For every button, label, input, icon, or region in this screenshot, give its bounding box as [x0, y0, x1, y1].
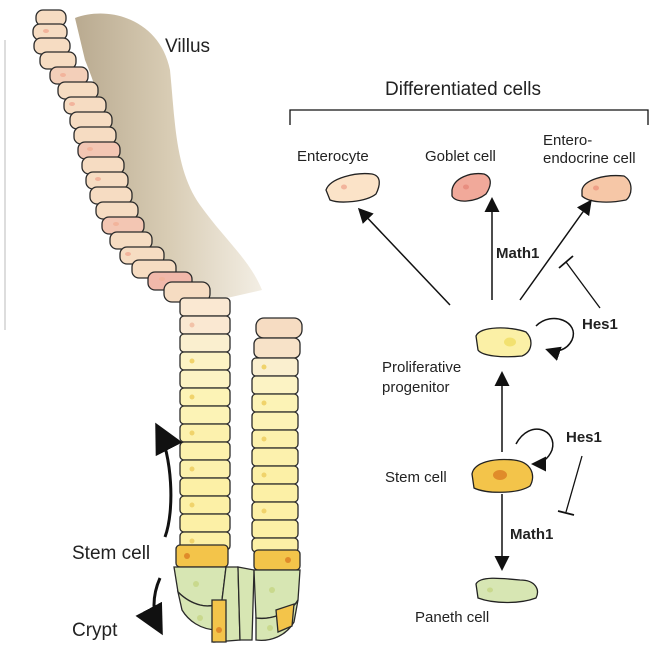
stem-cell-left — [176, 545, 228, 567]
stem-cell-nucleus — [493, 470, 507, 480]
math1-top-label: Math1 — [496, 245, 539, 262]
downward-migration-arrow — [154, 578, 160, 630]
goblet-label: Goblet cell — [425, 148, 496, 165]
crypt-right-column — [252, 318, 302, 570]
enterocyte-nucleus — [341, 185, 347, 190]
progenitor-self-renewal-loop — [536, 319, 573, 351]
crypt-cell — [256, 318, 302, 338]
enteroendocrine-label-line2: endocrine cell — [543, 150, 636, 167]
crypt-cell — [180, 370, 230, 388]
crypt-cell — [180, 496, 230, 514]
hes1-top-label: Hes1 — [582, 316, 618, 333]
crypt-cell — [252, 376, 298, 394]
crypt-cell — [252, 448, 298, 466]
crypt-cell — [252, 430, 298, 448]
stem-self-renewal-loop — [516, 429, 553, 464]
hes1-mid-inhibition — [566, 456, 582, 512]
enteroendocrine-label-line1: Entero- — [543, 132, 592, 149]
crypt-cell — [180, 316, 230, 334]
crypt-cell — [180, 334, 230, 352]
enteroendocrine-cell — [582, 176, 631, 202]
math1-bottom-label: Math1 — [510, 526, 553, 543]
paneth-cell — [238, 567, 254, 640]
enterocyte-cell — [326, 174, 379, 202]
hes1-mid-label: Hes1 — [566, 429, 602, 446]
goblet-nucleus — [463, 185, 469, 190]
crypt-cell — [252, 520, 298, 538]
crypt-cell — [180, 388, 230, 406]
crypt-base — [174, 567, 300, 642]
goblet-cell — [452, 174, 490, 201]
hes1-top-inhibition — [566, 262, 600, 308]
crypt-cell — [252, 412, 298, 430]
stem-cell-left-label: Stem cell — [72, 543, 150, 564]
crypt-cell — [252, 484, 298, 502]
progenitor-nucleus — [504, 338, 516, 347]
crypt-cell — [180, 352, 230, 370]
crypt-cell — [252, 466, 298, 484]
crypt-cell — [180, 460, 230, 478]
crypt-cell — [180, 424, 230, 442]
crypt-cell — [180, 478, 230, 496]
differentiated-cells-header: Differentiated cells — [385, 79, 541, 100]
villus-label: Villus — [165, 36, 210, 57]
stem-cell-right-column — [254, 550, 300, 570]
crypt-label: Crypt — [72, 620, 118, 641]
enteroendocrine-nucleus — [593, 186, 599, 191]
crypt-cell — [180, 406, 230, 424]
crypt-cell — [180, 442, 230, 460]
crypt-cell — [254, 338, 300, 358]
crypt-left-column — [176, 298, 230, 567]
progenitor-label-line2: progenitor — [382, 379, 450, 396]
arrow-to-enterocyte — [360, 210, 450, 305]
stem-cell-base — [212, 600, 226, 642]
paneth-label: Paneth cell — [415, 609, 489, 626]
crypt-cell — [180, 514, 230, 532]
crypt-cell — [252, 358, 298, 376]
progenitor-cell — [476, 328, 531, 357]
paneth-cell-right — [476, 578, 537, 602]
upward-migration-arrow — [158, 428, 171, 537]
enterocyte-label: Enterocyte — [297, 148, 369, 165]
crypt-cell — [252, 394, 298, 412]
crypt-cell — [180, 298, 230, 316]
differentiated-bracket — [290, 110, 648, 125]
paneth-cell-nucleus — [487, 588, 493, 593]
progenitor-label-line1: Proliferative — [382, 359, 461, 376]
hes1-top-inhibition-bar — [559, 256, 573, 268]
stem-cell-right-label: Stem cell — [385, 469, 447, 486]
crypt-cell — [252, 502, 298, 520]
